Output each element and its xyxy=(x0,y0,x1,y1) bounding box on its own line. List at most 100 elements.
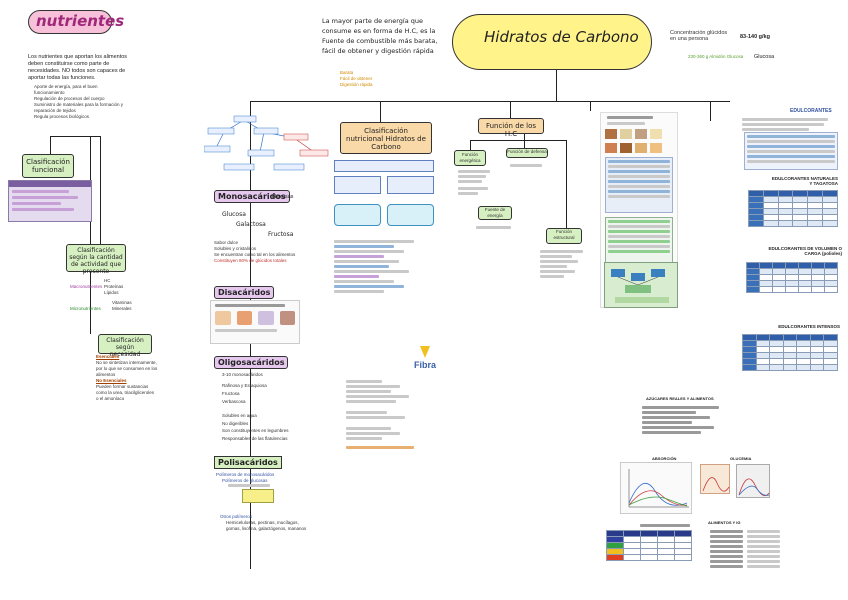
funcion-h xyxy=(470,140,566,141)
funcion-v2 xyxy=(524,134,525,148)
main-title: Hidratos de Carbono xyxy=(484,28,639,46)
oligo-bullet-3: Son constituyentes en legumbres xyxy=(222,428,289,433)
tree-trunk xyxy=(556,68,558,102)
oligo-item-1: Rafinosa y Estaquiosa xyxy=(222,383,267,388)
mono-item-1: Glucosa xyxy=(222,211,246,218)
mono-item-3: Fructosa xyxy=(268,231,294,238)
no-esenciales-label: No Esenciales xyxy=(96,378,127,383)
oligo-sub: 3-10 monosacáridos xyxy=(222,372,263,377)
edulcorantes-text xyxy=(742,116,838,133)
energy-list: Barata Fácil de obtener Digestión rápida xyxy=(340,70,373,88)
clasificacion-cantidad: Clasificación según la cantidad de activ… xyxy=(69,247,123,275)
right-note-2: 83-140 g/kg xyxy=(740,34,770,40)
clasif-nutricional-box: Clasificación nutricional Hidratos de Ca… xyxy=(340,122,432,154)
funcion-defensa: Función de defensa xyxy=(507,149,547,154)
bullet-1: Aporte de energía, para el buen funciona… xyxy=(34,84,98,95)
mono-structure-svg xyxy=(203,115,329,171)
disacaridos-diagram xyxy=(210,300,300,344)
alimentos-ig-title: ALIMENTOS Y IG xyxy=(708,520,741,525)
right-note-1: Concentración glúcidos en una persona xyxy=(670,30,728,42)
branch-funcion xyxy=(510,101,512,119)
macronutrientes-label: Macronutrientes xyxy=(70,284,103,289)
tree-horizontal xyxy=(250,101,730,103)
clasif-nutricional: Clasificación nutricional Hidratos de Ca… xyxy=(346,127,426,151)
monosacaridos-title: Monosacáridos xyxy=(214,190,290,203)
oligo-item-3: Verbascosa xyxy=(222,399,246,404)
mono-bullet-4: Constituyen 80% de glúcidos totales xyxy=(214,258,287,263)
edulcorantes-naturales-table xyxy=(748,190,838,240)
left-branch-2 xyxy=(100,136,101,244)
right-note-4: Glucosa xyxy=(754,54,775,60)
absorcion-chart-svg xyxy=(628,469,689,508)
funcion-v1 xyxy=(470,140,471,150)
macro-list: HC Proteínas Lípidos xyxy=(104,278,123,296)
intensos-table xyxy=(742,334,838,371)
branch-clasif xyxy=(380,101,382,123)
funcion-energetica-box: Fuente de energía xyxy=(478,206,512,220)
funcion-energetica: Fuente de energía xyxy=(484,207,506,218)
funcion-estructural-box: Función estructural xyxy=(546,228,582,244)
clasif-diagram xyxy=(334,160,434,360)
clasificacion-funcional: Clasificación funcional xyxy=(26,158,70,174)
no-esenciales-text: Pueden formar sustancias como la urea, t… xyxy=(96,384,155,401)
funcion-notes-2 xyxy=(510,162,550,169)
volumen-table xyxy=(746,262,838,293)
mono-list: Glucosa Galactosa Fructosa xyxy=(222,210,293,240)
funcion-hc: Función de los H.C xyxy=(485,122,537,138)
right-note-3: 230-360 g Almidón Glucosa xyxy=(688,54,744,59)
funcion-energia: Función energética xyxy=(459,152,481,163)
energy-text: La mayor parte de energía que consume es… xyxy=(322,17,438,55)
nutrientes-title-box xyxy=(28,10,112,34)
energy-item-3: Digestión rápida xyxy=(340,82,373,87)
esenciales-label: Esenciales xyxy=(96,354,120,359)
branch-right xyxy=(710,101,712,121)
poli-text: Hemicelulosas, pectinas, mucílagos, goma… xyxy=(226,520,307,531)
edulcorantes-intensos-table xyxy=(742,334,838,371)
oligo-bullet-2: No digeribles xyxy=(222,420,249,426)
nutrientes-intro: Los nutrientes que aportan los alimentos… xyxy=(28,54,128,81)
clasificacion-funcional-box: Clasificación funcional xyxy=(22,154,74,178)
oligo-item-2: Fructosa xyxy=(222,391,240,396)
disacaridos-title: Disacáridos xyxy=(214,286,275,299)
mono-bullet-3: Se encuentran como tal en los alimentos xyxy=(214,252,296,257)
glucemia-svg-1 xyxy=(702,477,730,492)
polisacaridos-title: Polisacáridos xyxy=(214,456,282,469)
micro-item-1: Vitaminas xyxy=(112,300,132,305)
edulcorantes-naturales-title: EDULCORANTES NATURALES Y TAGATOSA xyxy=(771,176,838,186)
bullet-4: Regula procesos biológicos xyxy=(34,114,90,119)
nutrientes-bullets: Aporte de energía, para el buen funciona… xyxy=(34,84,126,120)
funcion-notes-1 xyxy=(458,168,498,197)
mono-structure-diagram xyxy=(203,112,330,176)
left-branch-3 xyxy=(90,136,91,334)
mono-bullet-2: Solubles y cristalinos xyxy=(214,246,257,251)
micronutrientes-label: Micronutrientes xyxy=(70,306,101,311)
clasif-notes xyxy=(346,378,436,451)
absorcion-chart xyxy=(620,462,692,514)
nutrientes-title: nutrientes xyxy=(36,12,125,30)
micro-item-2: Minerales xyxy=(112,306,132,311)
poli-diagram xyxy=(228,482,298,508)
funcion-estructural: Función estructural xyxy=(553,229,575,240)
poli-item-1: Polímeros de monosacáridos xyxy=(216,472,275,477)
oligo-list: Rafinosa y Estaquiosa Fructosa Verbascos… xyxy=(222,382,267,406)
clasificacion-cantidad-box: Clasificación según la cantidad de activ… xyxy=(66,244,126,275)
macro-item-3: Lípidos xyxy=(104,290,119,295)
energy-item-2: Fácil de obtener xyxy=(340,76,373,81)
azucares-chart xyxy=(604,262,678,308)
bullet-2: Regulación de procesos del cuerpo xyxy=(34,96,105,101)
glucemia-title: GLUCEMIA xyxy=(730,456,752,461)
funcion-hc-box: Función de los H.C xyxy=(478,118,544,138)
absorcion-title: AZÚCARES REALES Y ALIMENTOS xyxy=(646,396,714,401)
oligo-bullet-1: Solubles en agua xyxy=(222,413,257,418)
edulcorantes-volumen-table xyxy=(746,262,838,293)
bullet-3: Suministro de materiales para la formaci… xyxy=(34,102,124,113)
funcion-defensa-box: Función de defensa xyxy=(506,148,548,158)
macro-item-2: Proteínas xyxy=(104,284,124,289)
oligo-bullets: Solubles en agua No digeribles Son const… xyxy=(222,412,289,442)
esenciales-text: No se sintetizan internamente, por lo qu… xyxy=(96,360,158,377)
edulcorantes-intensos-title: EDULCORANTES INTENSOS xyxy=(778,324,840,329)
edulcorantes-volumen-title: EDULCORANTES DE VOLUMEN O CARGA (poliole… xyxy=(768,246,842,256)
hexosas-label: Hexosas xyxy=(272,194,294,200)
left-branch-h xyxy=(50,136,100,137)
glucemia-chart-2 xyxy=(736,464,770,498)
